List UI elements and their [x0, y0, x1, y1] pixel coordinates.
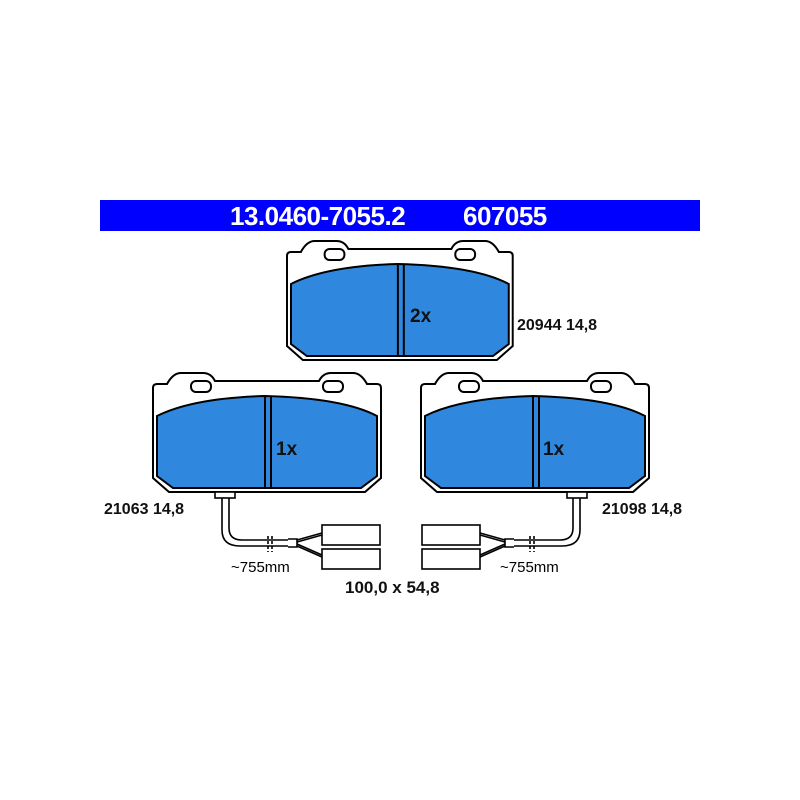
product-code: 607055 — [463, 201, 547, 231]
pad-dimensions: 100,0 x 54,8 — [345, 578, 440, 597]
quantity-right: 1x — [543, 439, 565, 460]
brake-pad-left — [152, 372, 382, 493]
brake-pad-top — [286, 240, 514, 361]
quantity-left: 1x — [276, 439, 298, 460]
part-number-top: 20944 14,8 — [517, 317, 597, 334]
sensor-length-left: ~755mm — [231, 559, 290, 576]
wear-sensor-left — [214, 491, 381, 570]
wear-sensor-right — [421, 491, 588, 570]
article-number: 13.0460-7055.2 — [230, 201, 406, 231]
part-number-left: 21063 14,8 — [104, 501, 184, 518]
header-banner: 13.0460-7055.2 607055 — [100, 200, 700, 231]
quantity-top: 2x — [410, 306, 432, 327]
brake-pad-right — [420, 372, 650, 493]
sensor-length-right: ~755mm — [500, 559, 559, 576]
part-number-right: 21098 14,8 — [602, 501, 682, 518]
